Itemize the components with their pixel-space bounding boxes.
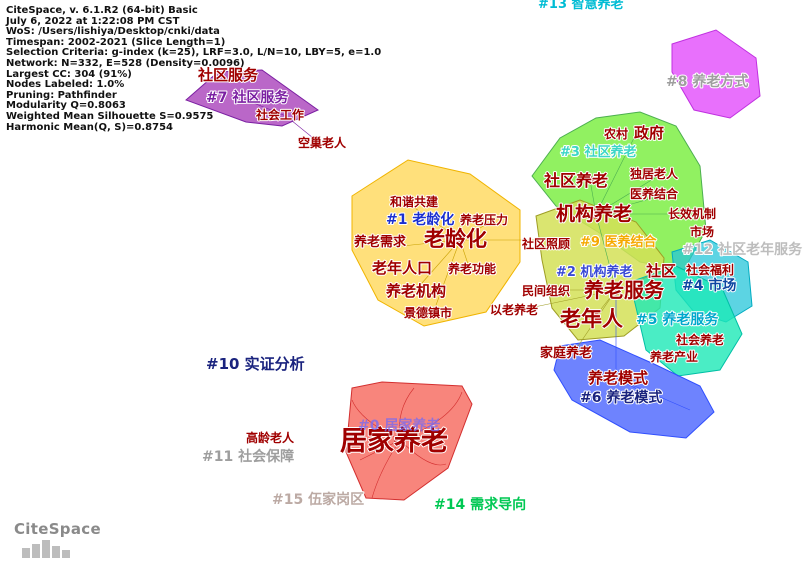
keyword-label: 养老服务 [583, 278, 665, 302]
keyword-label: 社会工作 [255, 107, 304, 122]
keyword-label: 空巢老人 [298, 135, 347, 150]
keyword-label: 老龄化 [424, 227, 487, 251]
keyword-label: 医养结合 [630, 186, 679, 201]
keyword-label: 养老产业 [649, 349, 698, 364]
keyword-label: 以老养老 [490, 302, 538, 317]
keyword-label: 市场 [690, 224, 714, 239]
keyword-label: 老年人口 [371, 259, 432, 277]
cluster-label-1: #1 老龄化 [386, 211, 454, 228]
cluster-label-14: #13 智慧养老 [538, 0, 624, 12]
keyword-label: 机构养老 [556, 202, 632, 225]
keyword-label: 社区照顾 [521, 236, 570, 251]
cluster-label-2: #2 机构养老 [556, 264, 632, 280]
keyword-label: 养老机构 [385, 282, 446, 300]
keyword-label: 长效机制 [668, 206, 716, 221]
keyword-label: 养老需求 [353, 234, 407, 250]
keyword-label: 社区养老 [543, 171, 608, 190]
keyword-label: 高龄老人 [246, 430, 295, 445]
network-nodes [232, 70, 621, 446]
cluster-hull-6 [553, 339, 715, 439]
cluster-label-8: #8 养老方式 [666, 73, 748, 90]
citespace-logo: CiteSpace [14, 520, 101, 538]
keyword-labels: 居家养老 老龄化 老年人 养老服务 机构养老 社区养老 社区服务 社会工作 空巢… [196, 65, 735, 458]
info-line: Weighted Mean Silhouette S=0.9575 [6, 110, 214, 122]
keyword-label: 农村 [603, 126, 628, 141]
keyword-label: 社区 [645, 262, 676, 280]
keyword-label: 社区服务 [197, 66, 259, 84]
cluster-hull-8 [671, 29, 761, 119]
cluster-hull-7 [185, 69, 320, 127]
keyword-label: 养老模式 [587, 369, 648, 387]
info-line: Network: N=332, E=528 (Density=0.0096) [6, 57, 245, 69]
citespace-logo-icon [22, 540, 70, 558]
info-line: Nodes Labeled: 1.0% [6, 79, 125, 91]
cluster-labels: #0 居家养老 #1 老龄化 #2 机构养老 #3 社区养老 #4 市场 #5 … [201, 0, 804, 514]
cluster-label-11: #12 社区老年服务 [682, 241, 803, 258]
keyword-label: 老年人 [560, 307, 623, 331]
cluster-label-5: #5 养老服务 [636, 311, 719, 328]
cluster-label-12: #14 需求导向 [434, 496, 526, 513]
keyword-label: 民间组织 [522, 283, 570, 298]
cluster-hull-0 [345, 381, 473, 501]
info-line: CiteSpace, v. 6.1.R2 (64-bit) Basic [6, 5, 198, 16]
info-line: Selection Criteria: g-index (k=25), LRF=… [6, 47, 382, 59]
keyword-label: 政府 [634, 124, 664, 142]
info-line: Harmonic Mean(Q, S)=0.8754 [6, 121, 173, 133]
cluster-label-9: #10 实证分析 [206, 355, 305, 373]
keyword-label: 和谐共建 [389, 194, 439, 209]
keyword-label: 养老功能 [447, 261, 496, 276]
keyword-label: 家庭养老 [540, 345, 592, 361]
cluster-hull-5 [629, 265, 743, 377]
network-links [235, 95, 706, 499]
keyword-label: 居家养老 [340, 425, 448, 457]
keyword-label: 独居老人 [629, 166, 679, 181]
cluster-label-ext-9: #9 医养结合 [580, 234, 657, 250]
info-line: July 6, 2022 at 1:22:08 PM CST [6, 15, 180, 27]
cluster-label-3: #3 社区养老 [560, 144, 636, 160]
cluster-hull-1 [351, 159, 521, 327]
cluster-label-4: #4 市场 [682, 277, 736, 294]
cluster-label-10: #11 社会保障 [202, 448, 294, 465]
keyword-label: 社会养老 [675, 332, 724, 347]
info-line: Timespan: 2002-2021 (Slice Length=1) [6, 36, 226, 48]
cluster-label-7: #7 社区服务 [206, 89, 289, 106]
info-line: WoS: /Users/lishiya/Desktop/cnki/data [6, 26, 220, 38]
cluster-label-0: #0 居家养老 [358, 417, 440, 434]
run-info-panel: CiteSpace, v. 6.1.R2 (64-bit) Basic July… [6, 5, 382, 133]
cluster-label-6: #6 养老模式 [580, 389, 662, 406]
info-line: Pruning: Pathfinder [6, 89, 117, 101]
keyword-label: 养老压力 [459, 212, 508, 227]
info-line: Largest CC: 304 (91%) [6, 68, 132, 80]
keyword-label: 景德镇市 [404, 305, 452, 320]
info-line: Modularity Q=0.8063 [6, 100, 126, 112]
keyword-label: 社会福利 [685, 262, 734, 277]
cluster-label-13: #15 伍家岗区 [272, 491, 364, 508]
